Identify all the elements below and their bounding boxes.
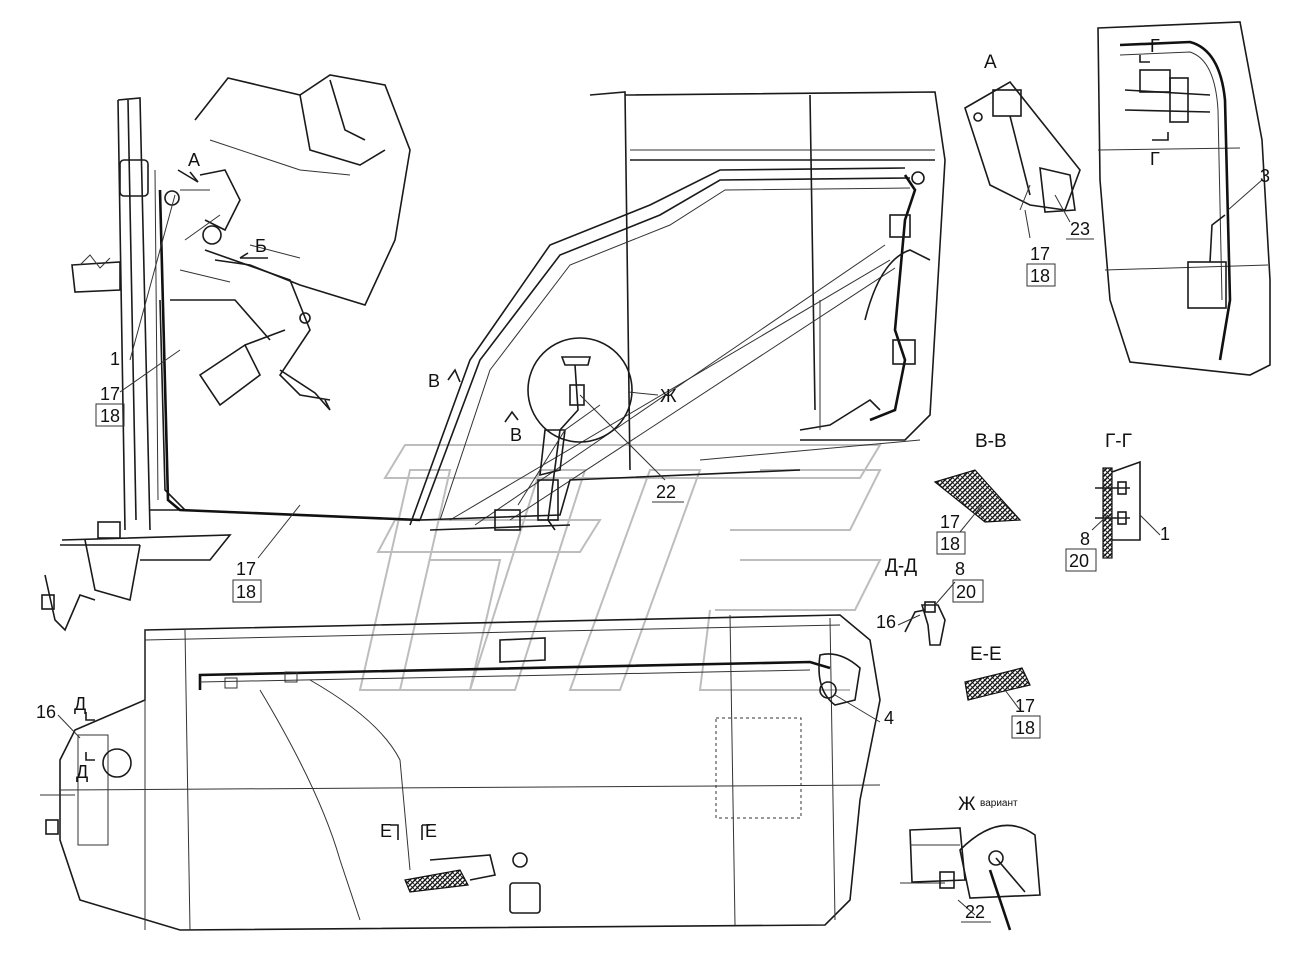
svg-text:22: 22 [965,902,985,922]
marker-e-right: Е [421,821,437,841]
svg-text:Д: Д [76,762,88,782]
callout-23: 23 [1054,194,1094,240]
marker-g-bottom: Г [1150,132,1169,169]
marker-a-arrow: А [177,150,200,183]
section-vv: В-В 17 18 [933,431,1022,555]
view-a: А [964,52,1081,213]
svg-text:18: 18 [1030,266,1050,286]
section-gg: Г-Г 1 8 20 [1065,431,1170,572]
marker-b-label: Б [255,236,267,256]
view-zh: Ж вариант 22 [900,794,1041,931]
svg-text:Е: Е [425,821,437,841]
svg-text:В: В [510,425,522,445]
svg-text:23: 23 [1070,219,1090,239]
svg-text:1: 1 [1160,524,1170,544]
section-dd-title: Д-Д [885,556,917,577]
svg-text:Г: Г [1150,149,1160,169]
section-dd: Д-Д 16 8 20 [876,556,984,646]
section-ee-title: Е-Е [970,644,1002,665]
svg-text:17: 17 [236,559,256,579]
marker-zh: Ж [627,386,677,406]
marker-d-bottom: Д [76,752,95,782]
marker-v-top: В [428,368,461,391]
svg-text:18: 18 [1015,718,1035,738]
left-pillar-assembly [41,74,421,632]
svg-text:17: 17 [1030,244,1050,264]
svg-text:22: 22 [656,482,676,502]
callout-1-left: 1 [110,194,176,369]
section-vv-title: В-В [975,431,1007,452]
svg-text:18: 18 [236,582,256,602]
svg-text:4: 4 [884,708,894,728]
marker-d-top: Д [74,694,95,721]
reservoir [119,159,149,197]
svg-text:3: 3 [1260,166,1270,186]
marker-g-top: Г [1139,36,1160,63]
svg-text:1: 1 [110,349,120,369]
svg-text:Г: Г [1150,36,1160,56]
section-ee: Е-Е 17 18 [964,644,1041,739]
svg-text:8: 8 [955,559,965,579]
callout-17-18-left: 17 18 [95,349,181,427]
watermark-logo [358,444,882,691]
svg-text:20: 20 [956,582,976,602]
svg-text:В: В [428,371,440,391]
view-top-right [1097,21,1271,376]
marker-e-left: Е [380,821,399,841]
svg-text:Ж: Ж [660,386,677,406]
view-zh-title: Ж [958,794,976,815]
svg-text:17: 17 [100,384,120,404]
callout-22-center: 22 [579,394,684,503]
svg-text:17: 17 [940,512,960,532]
svg-text:Е: Е [380,821,392,841]
svg-text:20: 20 [1069,551,1089,571]
marker-v-bottom: В [504,410,522,445]
callout-17-18-bottom: 17 18 [232,504,301,603]
door-frame-assembly [409,91,946,531]
svg-text:8: 8 [1080,529,1090,549]
svg-text:17: 17 [1015,696,1035,716]
callout-4: 4 [834,694,894,728]
callout-3: 3 [1227,166,1270,211]
bottom-cab-view [40,614,881,931]
svg-text:16: 16 [36,702,56,722]
svg-text:18: 18 [940,534,960,554]
view-zh-note: вариант [980,798,1018,809]
svg-text:Д: Д [74,694,86,714]
svg-text:18: 18 [100,406,120,426]
svg-text:16: 16 [876,612,896,632]
detail-zh-circle [527,337,633,443]
callout-17-18-view-a: 17 18 [1024,209,1056,287]
marker-b-arrow: Б [239,236,268,259]
view-a-title: А [984,52,997,73]
callout-16-bottom: 16 [36,702,81,739]
marker-a-label: А [188,150,200,170]
section-gg-title: Г-Г [1105,431,1132,452]
